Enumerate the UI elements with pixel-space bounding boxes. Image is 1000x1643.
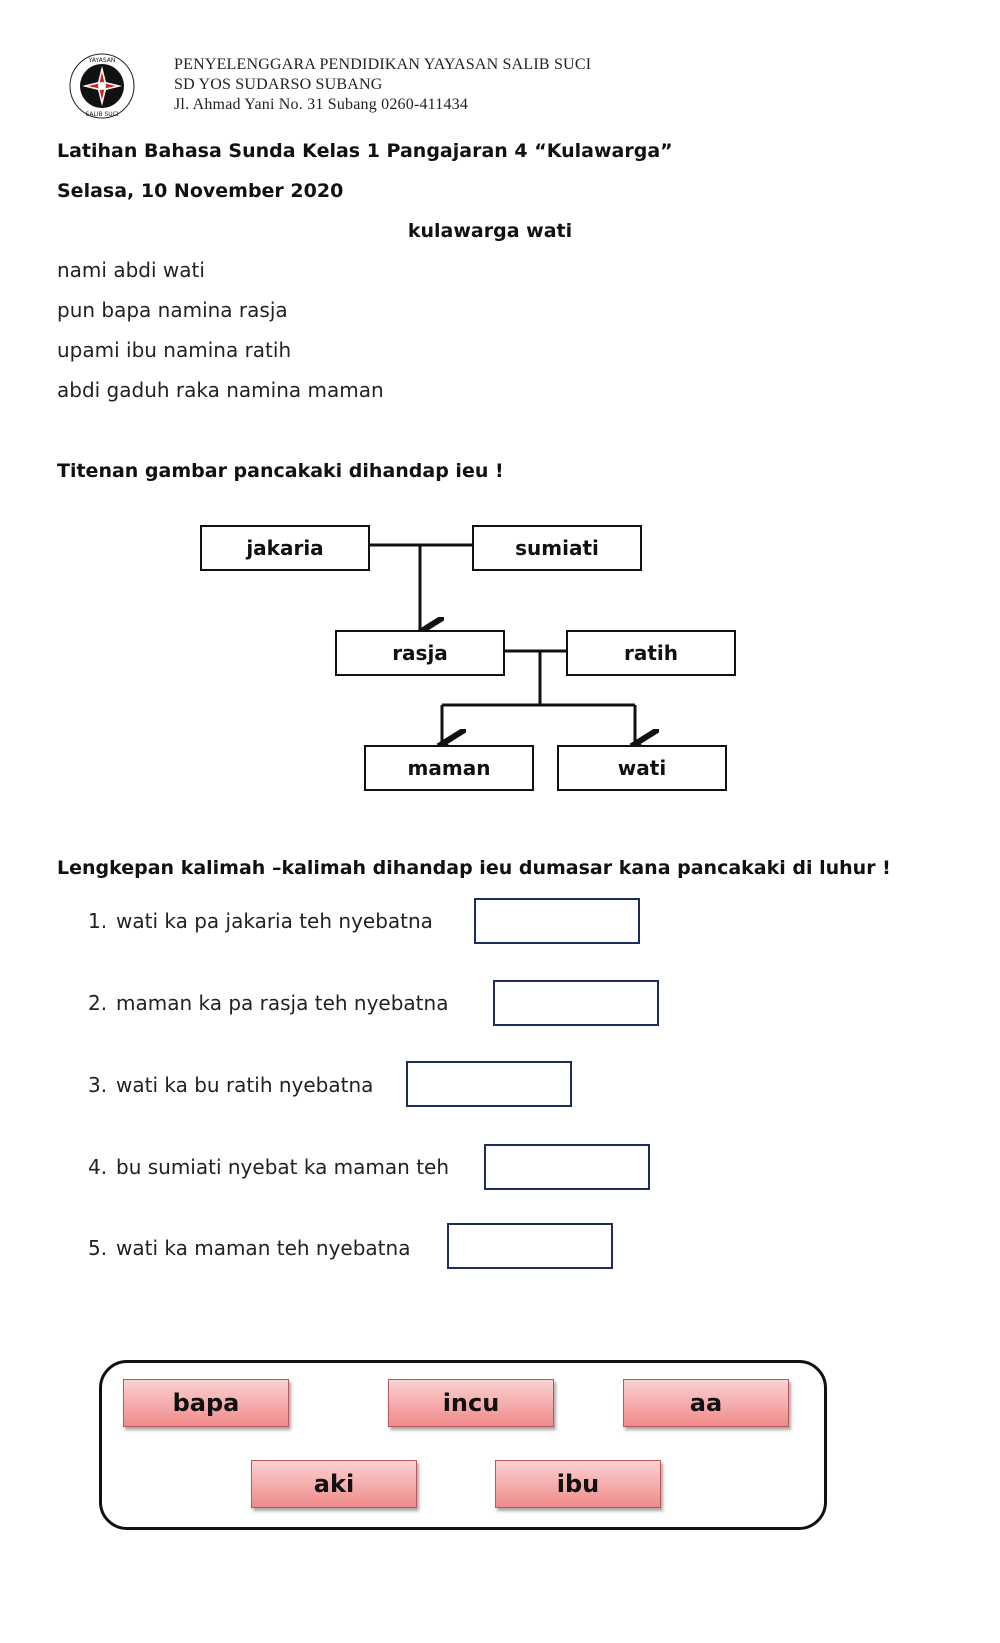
question-number: 5.	[88, 1236, 108, 1260]
answer-box-2[interactable]	[493, 980, 659, 1026]
reading-line-4: abdi gaduh raka namina maman	[57, 378, 384, 402]
answer-box-4[interactable]	[484, 1144, 650, 1190]
question-text: wati ka maman teh nyebatna	[116, 1236, 411, 1260]
instruction-complete: Lengkepan kalimah –kalimah dihandap ieu …	[57, 857, 891, 879]
question-1: 1. wati ka pa jakaria teh nyebatna	[88, 909, 433, 933]
instruction-tree: Titenan gambar pancakaki dihandap ieu !	[57, 460, 504, 482]
word-chip-aa[interactable]: aa	[623, 1379, 789, 1427]
question-text: maman ka pa rasja teh nyebatna	[116, 991, 449, 1015]
logo-text-top: YAYASAN	[88, 57, 116, 64]
question-number: 2.	[88, 991, 108, 1015]
tree-node-jakaria: jakaria	[200, 525, 370, 571]
word-chip-incu[interactable]: incu	[388, 1379, 554, 1427]
question-3: 3. wati ka bu ratih nyebatna	[88, 1073, 373, 1097]
question-number: 4.	[88, 1155, 108, 1179]
question-5: 5. wati ka maman teh nyebatna	[88, 1236, 410, 1260]
reading-heading: kulawarga wati	[407, 220, 573, 242]
answer-box-5[interactable]	[447, 1223, 613, 1269]
question-number: 1.	[88, 909, 108, 933]
question-4: 4. bu sumiati nyebat ka maman teh	[88, 1155, 449, 1179]
question-text: wati ka bu ratih nyebatna	[116, 1073, 374, 1097]
word-bank	[99, 1360, 827, 1530]
question-text: wati ka pa jakaria teh nyebatna	[116, 909, 433, 933]
tree-node-rasja: rasja	[335, 630, 505, 676]
question-text: bu sumiati nyebat ka maman teh	[116, 1155, 450, 1179]
family-tree-connectors	[368, 543, 1000, 820]
question-2: 2. maman ka pa rasja teh nyebatna	[88, 991, 448, 1015]
word-chip-aki[interactable]: aki	[251, 1460, 417, 1508]
header-line-3: Jl. Ahmad Yani No. 31 Subang 0260-411434	[174, 96, 469, 113]
page-title: Latihan Bahasa Sunda Kelas 1 Pangajaran …	[57, 140, 673, 162]
tree-node-maman: maman	[364, 745, 534, 791]
header-line-1: PENYELENGGARA PENDIDIKAN YAYASAN SALIB S…	[174, 56, 592, 73]
page-date: Selasa, 10 November 2020	[57, 180, 344, 202]
answer-box-3[interactable]	[406, 1061, 572, 1107]
word-chip-ibu[interactable]: ibu	[495, 1460, 661, 1508]
answer-box-1[interactable]	[474, 898, 640, 944]
reading-line-3: upami ibu namina ratih	[57, 338, 292, 362]
reading-line-2: pun bapa namina rasja	[57, 298, 288, 322]
school-logo: YAYASAN SALIB SUCI	[68, 52, 136, 120]
reading-line-1: nami abdi wati	[57, 258, 205, 282]
header-line-2: SD YOS SUDARSO SUBANG	[174, 76, 383, 93]
tree-node-sumiati: sumiati	[472, 525, 642, 571]
question-number: 3.	[88, 1073, 108, 1097]
logo-text-bottom: SALIB SUCI	[85, 111, 119, 118]
tree-node-ratih: ratih	[566, 630, 736, 676]
tree-node-wati: wati	[557, 745, 727, 791]
word-chip-bapa[interactable]: bapa	[123, 1379, 289, 1427]
